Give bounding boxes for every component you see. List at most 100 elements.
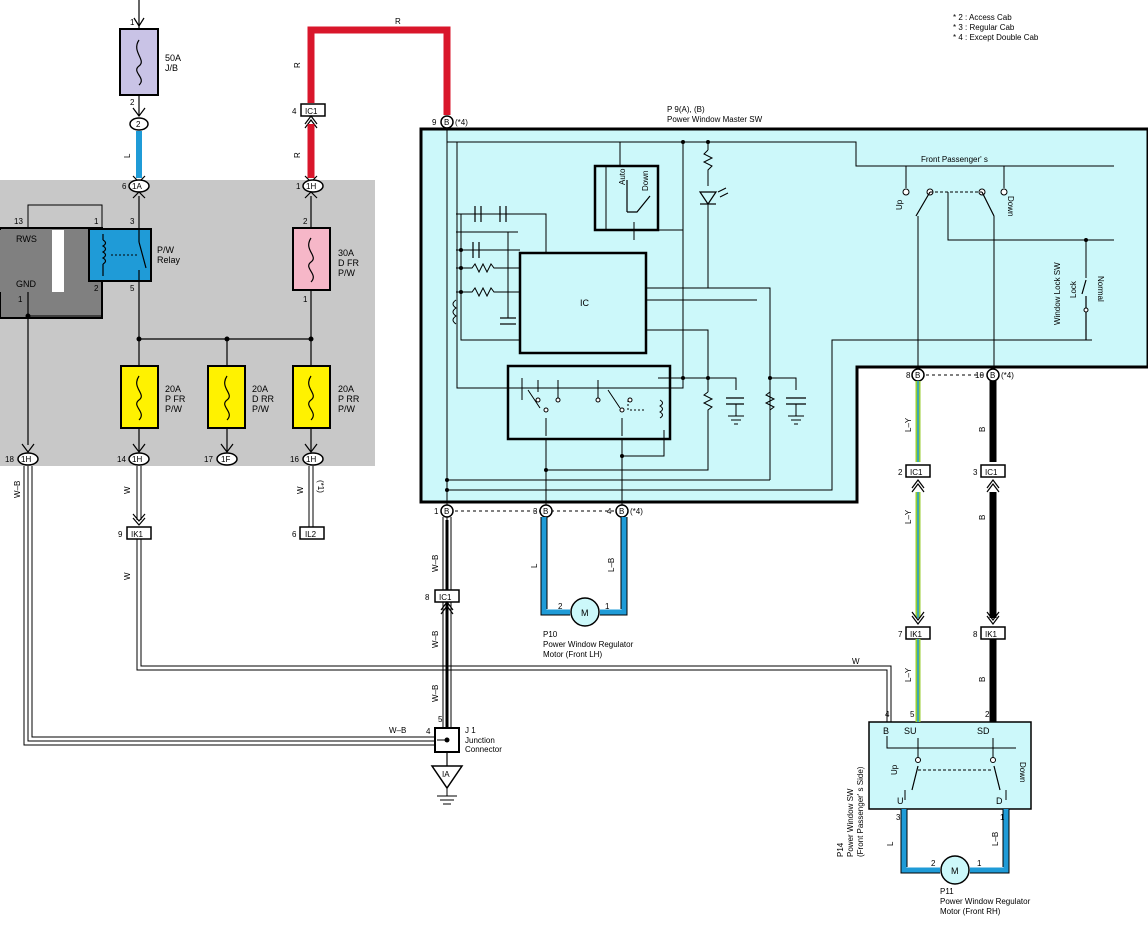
wire-label-r: R [293,152,302,158]
motor-lh-code: P10 [543,630,558,639]
pin-label: 2 [898,468,903,477]
fuse-prr-amp: 20A [338,384,354,394]
fuse-20a-prr [292,365,331,429]
master-sw-body [419,127,1148,504]
connector-ic1-top-label: IC1 [305,107,318,116]
passenger-sw-d: D [996,796,1003,806]
pin-label: 9 [432,118,437,127]
auto-label: Auto [618,168,627,185]
note-regular-cab: * 3 : Regular Cab [953,23,1015,32]
pin-label: 10 [975,371,984,380]
pin-label: 1 [434,507,439,516]
notes: * 2 : Access Cab * 3 : Regular Cab * 4 :… [953,13,1039,42]
wire-label-wb: W–B [431,631,440,648]
connector-b-label: B [619,507,624,516]
motor-rh-name: Power Window Regulator [940,897,1031,906]
lock-label: Lock [1069,280,1078,298]
window-lock-label: Window Lock SW [1053,262,1062,325]
front-passenger-label: Front Passenger' s [921,155,988,164]
pin-label: 3 [533,507,538,516]
connector-ic1-l [905,464,931,478]
motor-rh-name2: Motor (Front RH) [940,907,1001,916]
pin-label: 18 [5,455,14,464]
connector-ic1-top [300,103,326,117]
connector-b-label: B [444,118,449,127]
passenger-sw-su: SU [904,726,917,736]
connector-1f [216,452,238,466]
wire-label-w: W [123,486,132,494]
pin-label: 8 [906,371,911,380]
fuse-20a-pfr [120,365,159,429]
wire-label-b: B [978,677,987,682]
passenger-sw-circuit [886,736,1016,800]
pin-label: 3 [896,813,901,822]
connector-b-label: B [915,371,920,380]
wire-label-w: W [852,657,860,666]
wire-label-star4: (*4) [455,118,468,127]
pin-label: 4 [292,107,297,116]
down-label: Down [1006,196,1015,216]
passenger-sw-name2: (Front Passenger' s Side) [856,766,865,857]
wire-label-w: W [123,572,132,580]
fuse-30a-name2: P/W [338,268,356,278]
pin-label: 8 [973,630,978,639]
fuse-50a-name: J/B [165,63,178,73]
pin-label: 5 [130,284,135,293]
wire-label-l: L [530,563,539,568]
pin-label: 13 [14,217,23,226]
wire-label-lb: L–B [991,832,1000,846]
fuse-30a-amp: 30A [338,248,354,258]
connector-ic1-label: IC1 [439,593,452,602]
pin-label: 16 [290,455,299,464]
wire-label-l: L [886,841,895,846]
passenger-sw-name: Power Window SW [846,788,855,857]
junction-name: Junction [465,736,495,745]
pin-label: 14 [117,455,126,464]
fuse-drr-name: D RR [252,394,274,404]
fuse-drr-name2: P/W [252,404,270,414]
junction-name2: Connector [465,745,502,754]
pin-label: 5 [438,715,443,724]
pin-label: 2 [94,284,99,293]
pin-label: 1 [94,217,99,226]
wire-label-ly: L–Y [904,509,913,524]
master-sw-name: Power Window Master SW [667,115,763,124]
connector-b-label: B [990,371,995,380]
connector-1h-label: 1H [306,455,316,464]
passenger-sw-u: U [897,796,904,806]
connector-il2 [299,526,325,540]
wire-label-r: R [293,62,302,68]
note-except-double-cab: * 4 : Except Double Cab [953,33,1039,42]
pin-label: 4 [885,710,890,719]
junction-code: J 1 [465,726,476,735]
connector-2-label: 2 [136,120,141,129]
fuse-50a-amp: 50A [165,53,181,63]
pin-label: 7 [898,630,903,639]
pin-label: 6 [292,530,297,539]
ecu-gnd-label: GND [16,279,37,289]
motor-lh-name: Power Window Regulator [543,640,634,649]
pin-label: 6 [122,182,127,191]
passenger-up-label: Up [890,764,899,775]
wire-label-wb: W–B [431,685,440,702]
up-label: Up [895,199,904,210]
connector-1a-label: 1A [132,182,142,191]
connector-ik1-label: IK1 [131,530,144,539]
pin-label: 1 [303,295,308,304]
connector-b-label: B [543,507,548,516]
motor-rh [940,855,970,885]
connector-1h-c [128,452,150,466]
master-sw-circuit: Auto Down IC [445,140,1114,506]
pin-label: 4 [607,507,612,516]
ic-label: IC [580,298,590,308]
pin-label: 9 [118,530,123,539]
passenger-down-label: Down [1018,762,1027,782]
ecu-rws-label: RWS [16,234,37,244]
motor-rh-symbol: M [951,866,959,876]
wire-label-w: W [296,486,305,494]
fuse-50a [119,28,159,96]
passenger-sw-code: P14 [836,842,845,857]
wire-label-l: L [123,153,132,158]
connector-1f-label: 1F [221,455,230,464]
